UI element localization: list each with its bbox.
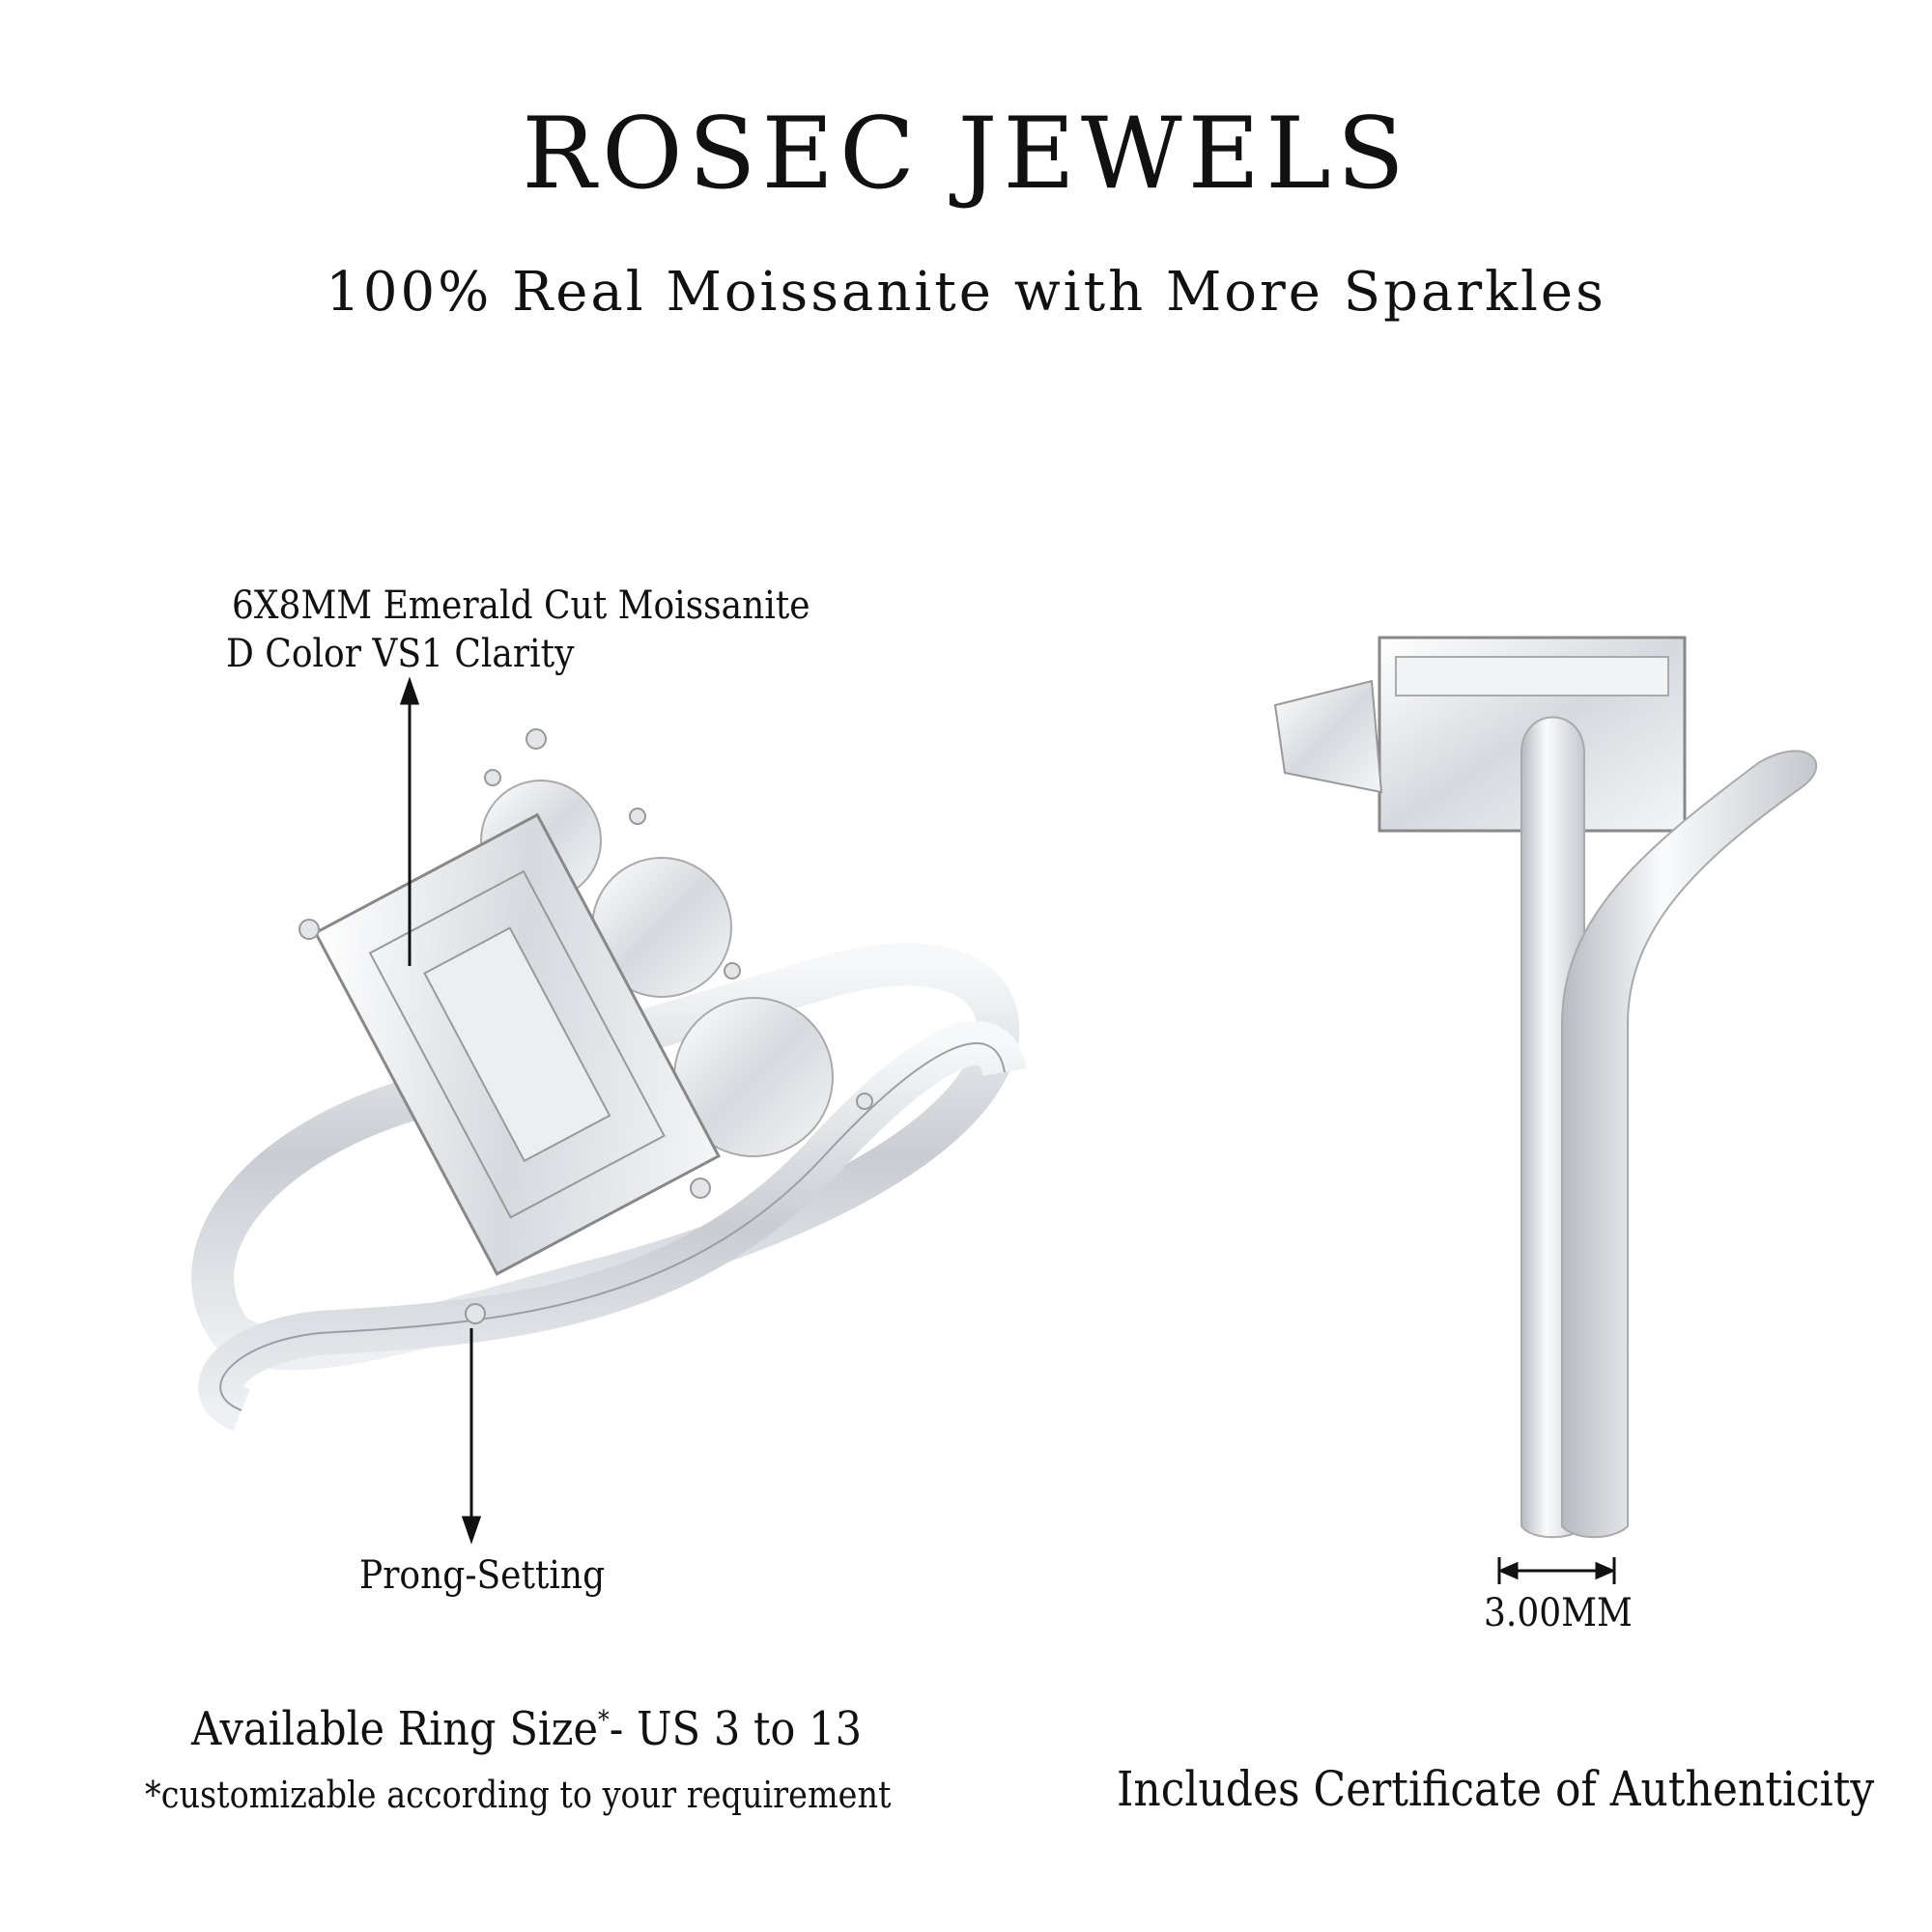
arrow-right-icon <box>1595 1561 1616 1580</box>
band-width-label: 3.00MM <box>1484 1591 1633 1635</box>
arrow-down-icon <box>461 1516 482 1545</box>
brand-title: ROSEC JEWELS <box>522 97 1410 212</box>
setting-label: Prong-Setting <box>359 1553 606 1598</box>
stone-spec-line2: D Color VS1 Clarity <box>226 632 575 676</box>
ring-size-label: Available Ring Size <box>191 1702 599 1756</box>
front-ring-view <box>191 728 1027 1432</box>
asterisk: * <box>598 1706 610 1735</box>
ring-size-info: Available Ring Size*- US 3 to 13 <box>191 1702 862 1756</box>
callout-arrows <box>399 676 1616 1584</box>
tagline: 100% Real Moissanite with More Sparkles <box>326 261 1606 324</box>
prongs <box>298 728 873 1324</box>
side-ring-view <box>1273 636 1817 1539</box>
stone-spec-line1: 6X8MM Emerald Cut Moissanite <box>232 583 810 628</box>
arrow-left-icon <box>1497 1561 1519 1580</box>
certificate-note: Includes Certificate of Authenticity <box>1117 1761 1875 1817</box>
ring-size-range: - US 3 to 13 <box>609 1702 863 1756</box>
emerald-cut-stone <box>313 812 722 1276</box>
customization-note: *customizable according to your requirem… <box>145 1774 892 1816</box>
arrow-up-icon <box>399 676 420 705</box>
